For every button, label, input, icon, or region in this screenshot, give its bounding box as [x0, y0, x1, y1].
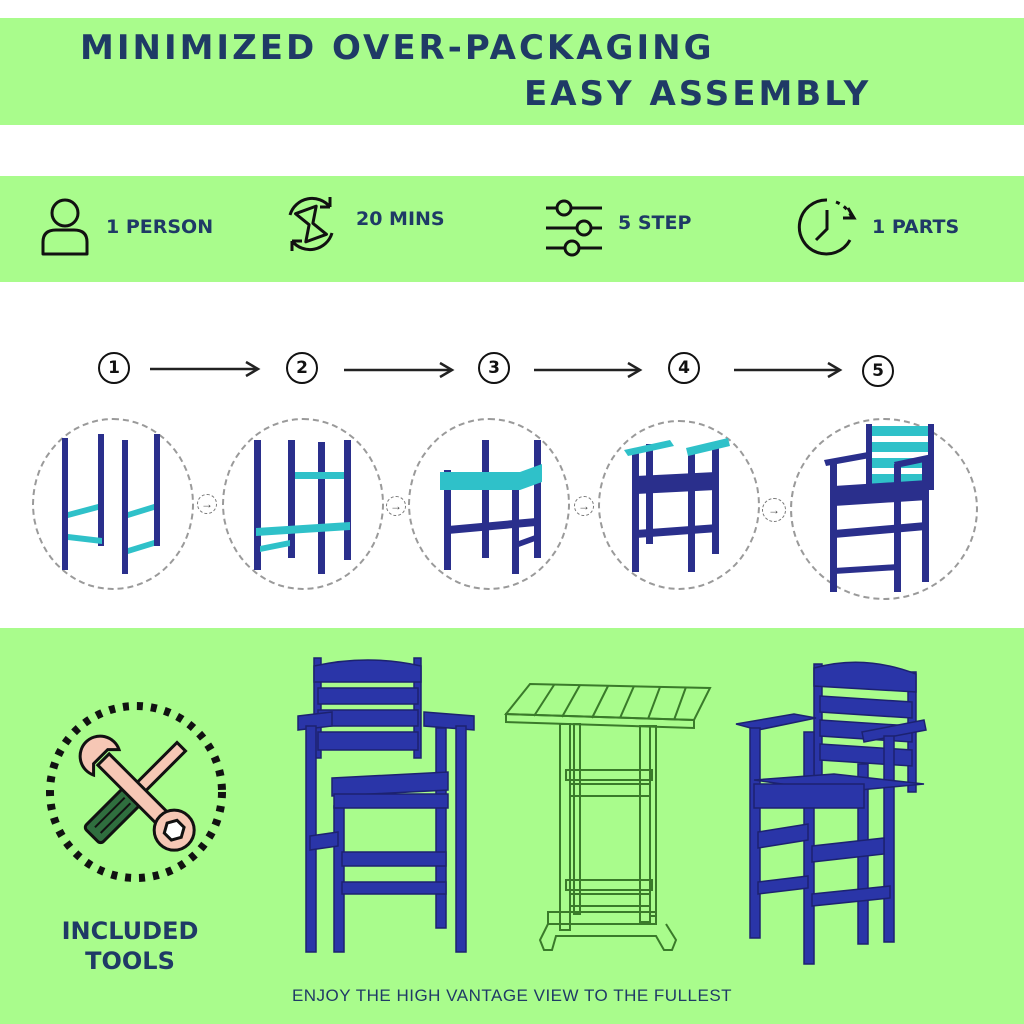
next-arrow-icon: → [762, 498, 786, 522]
assembly-step-5-circle [790, 418, 978, 600]
step-1-side-frames [62, 434, 160, 574]
headline-line-2: EASY ASSEMBLY [524, 74, 872, 114]
feature-label: 20 MINS [356, 208, 445, 230]
bar-table-outline-image [503, 682, 712, 951]
clock-icon [797, 198, 857, 256]
hourglass-refresh-icon [288, 196, 334, 252]
next-arrow-icon: → [386, 496, 406, 516]
included-tools-line-2: TOOLS [85, 947, 175, 975]
step-number-4: 4 [668, 352, 700, 384]
person-icon [41, 198, 89, 256]
included-tools-line-1: INCLUDED [61, 917, 199, 945]
feature-parts: 1 PARTS [796, 196, 959, 258]
header-band [0, 18, 1024, 125]
feature-person: 1 PERSON [38, 196, 213, 258]
feature-label: 5 STEP [618, 212, 692, 234]
features-band [0, 176, 1024, 282]
bar-chair-angle-image [735, 661, 927, 965]
feature-label: 1 PERSON [106, 216, 214, 238]
feature-label: 1 PARTS [872, 216, 960, 238]
step-arrows [150, 360, 843, 379]
step-5-chair [824, 424, 934, 592]
footer-tagline: ENJOY THE HIGH VANTAGE VIEW TO THE FULLE… [291, 986, 733, 1005]
step-number-2: 2 [286, 352, 318, 384]
sliders-icon [546, 199, 602, 257]
step-2-frame [254, 440, 351, 574]
step-number-3: 3 [478, 352, 510, 384]
headline-line-1: MINIMIZED OVER-PACKAGING [80, 28, 715, 68]
assembly-step-1-circle [32, 418, 194, 590]
next-arrow-icon: → [574, 496, 594, 516]
feature-time: 20 MINS [280, 193, 445, 255]
feature-steps: 5 STEP [544, 198, 691, 258]
step-number-5: 5 [862, 355, 894, 387]
assembly-step-2-circle [222, 418, 384, 590]
step-4-frame [624, 438, 730, 572]
included-tools-label: INCLUDED TOOLS [40, 916, 220, 976]
bar-chair-front-image [297, 657, 475, 953]
wrench-screwdriver-icon [46, 702, 226, 882]
next-arrow-icon: → [197, 494, 217, 514]
assembly-step-4-circle [598, 420, 760, 590]
assembly-step-3-circle [408, 418, 570, 590]
step-number-1: 1 [98, 352, 130, 384]
step-3-frame [440, 440, 542, 574]
